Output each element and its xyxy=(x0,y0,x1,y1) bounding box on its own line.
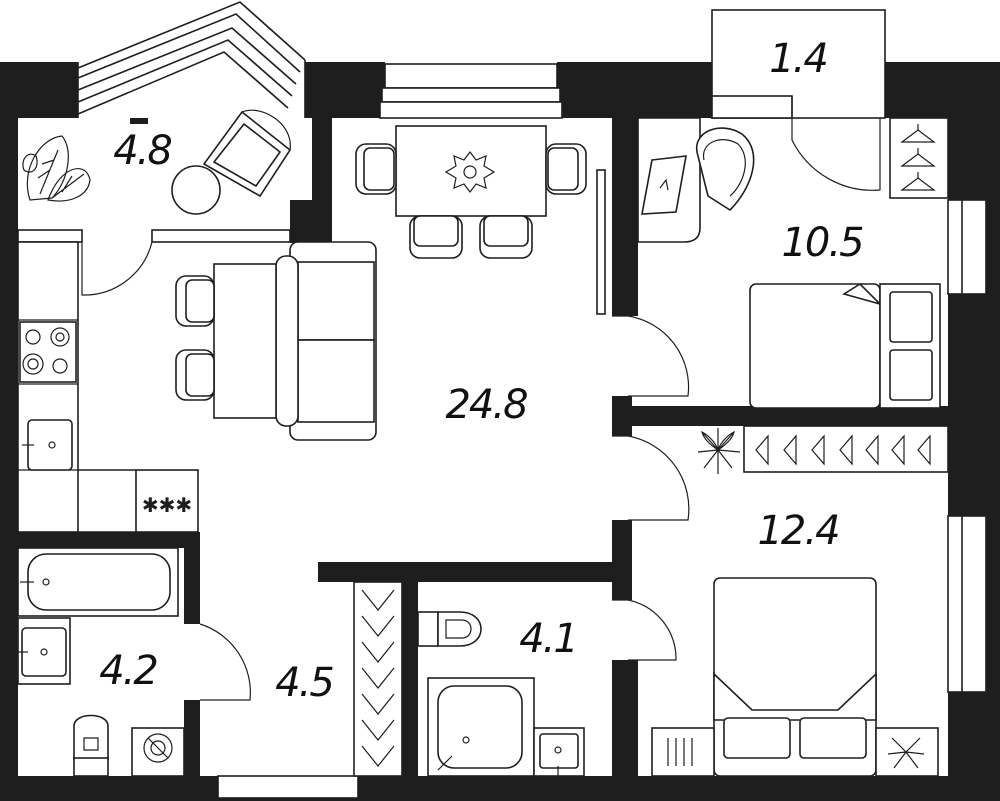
area-label-balcony-left: 4.8 xyxy=(113,128,171,174)
bed-icon xyxy=(713,577,877,777)
dining-table-icon xyxy=(395,125,547,217)
office-chair-icon xyxy=(695,127,755,212)
washing-machine-icon xyxy=(131,727,185,777)
wall-mid-3 xyxy=(612,660,638,776)
radiator-icon xyxy=(651,727,715,777)
wall-bath-top xyxy=(0,532,200,548)
bedroom-main-furniture xyxy=(651,425,949,777)
door-bedroom-main xyxy=(612,435,690,521)
sink-icon xyxy=(22,419,73,471)
wall-bath-side xyxy=(184,532,200,624)
sliding-door xyxy=(596,169,606,315)
hanger-icon xyxy=(755,434,931,466)
living-furniture xyxy=(175,125,587,441)
balcony-left-furniture xyxy=(22,109,292,215)
wall-living-bedroom xyxy=(612,118,638,316)
wall-stub xyxy=(130,118,148,124)
door-bathroom xyxy=(199,623,251,701)
dining-chairs xyxy=(355,143,587,259)
flower-centerpiece-icon xyxy=(444,151,496,193)
wall-corner xyxy=(290,200,332,243)
wardrobe-small xyxy=(889,117,949,199)
toilet-icon xyxy=(417,611,482,647)
area-label-bedroom-main: 12.4 xyxy=(757,508,838,554)
wall-bedrooms xyxy=(612,406,948,426)
shower-icon xyxy=(427,677,535,777)
hanger-icon xyxy=(900,124,936,191)
area-label-hallway: 4.5 xyxy=(275,660,333,706)
wall-mid-2 xyxy=(612,520,632,600)
walls xyxy=(0,62,1000,801)
notebook-icon xyxy=(641,155,687,215)
window-balcony-angled xyxy=(77,1,306,115)
stove-icon xyxy=(19,321,77,383)
round-table-icon xyxy=(171,165,221,215)
shoe-rack-icon xyxy=(353,581,403,777)
hallway-furniture xyxy=(353,581,403,777)
bedroom-small-furniture xyxy=(637,117,949,409)
sink-icon xyxy=(16,617,71,685)
svg-text:✱✱✱: ✱✱✱ xyxy=(142,493,192,517)
bathroom-furniture xyxy=(16,547,185,777)
door-toilet xyxy=(612,599,677,661)
area-label-bedroom-small: 10.5 xyxy=(781,220,863,266)
lounge-chair-icon xyxy=(202,109,292,198)
partition-balcony xyxy=(17,229,83,243)
coffee-table-icon xyxy=(213,263,277,419)
bed-icon xyxy=(749,282,941,409)
area-labels: 4.8 1.4 10.5 24.8 12.4 4.2 4.5 4.1 xyxy=(99,36,865,706)
sofa-icon xyxy=(275,241,377,441)
wall-bath-side-lower xyxy=(184,700,200,776)
plant-icon xyxy=(697,428,741,474)
wall-toilet-left xyxy=(402,562,418,776)
toilet-icon xyxy=(73,714,109,777)
wall-hall-top xyxy=(318,562,618,582)
fridge-icon: ✱✱✱ xyxy=(135,469,199,533)
area-label-toilet: 4.1 xyxy=(519,616,577,662)
area-label-balcony-top: 1.4 xyxy=(769,36,827,82)
windows xyxy=(17,1,987,799)
wall-bottom xyxy=(0,776,1000,801)
kitchen-counter xyxy=(17,241,79,533)
window-hall-bottom xyxy=(217,775,359,799)
nightstand-plant-icon xyxy=(875,727,939,777)
area-label-living-kitchen: 24.8 xyxy=(445,382,527,428)
kitchen: ✱✱✱ xyxy=(17,241,199,533)
outer-wall xyxy=(0,62,1000,118)
door-bedroom-small xyxy=(612,315,690,397)
bathtub-icon xyxy=(17,547,179,617)
area-label-bathroom: 4.2 xyxy=(99,648,157,694)
doors xyxy=(81,96,881,701)
monstera-plant-icon xyxy=(22,135,91,202)
window-living-top xyxy=(384,63,558,89)
door-balcony-top xyxy=(791,96,881,191)
armchair-icon xyxy=(175,275,215,401)
wall-left xyxy=(0,62,18,801)
sink-icon xyxy=(533,727,585,777)
toilet-room-furniture xyxy=(417,611,585,777)
wardrobe-main xyxy=(743,425,949,473)
door-balcony-left xyxy=(81,241,153,296)
